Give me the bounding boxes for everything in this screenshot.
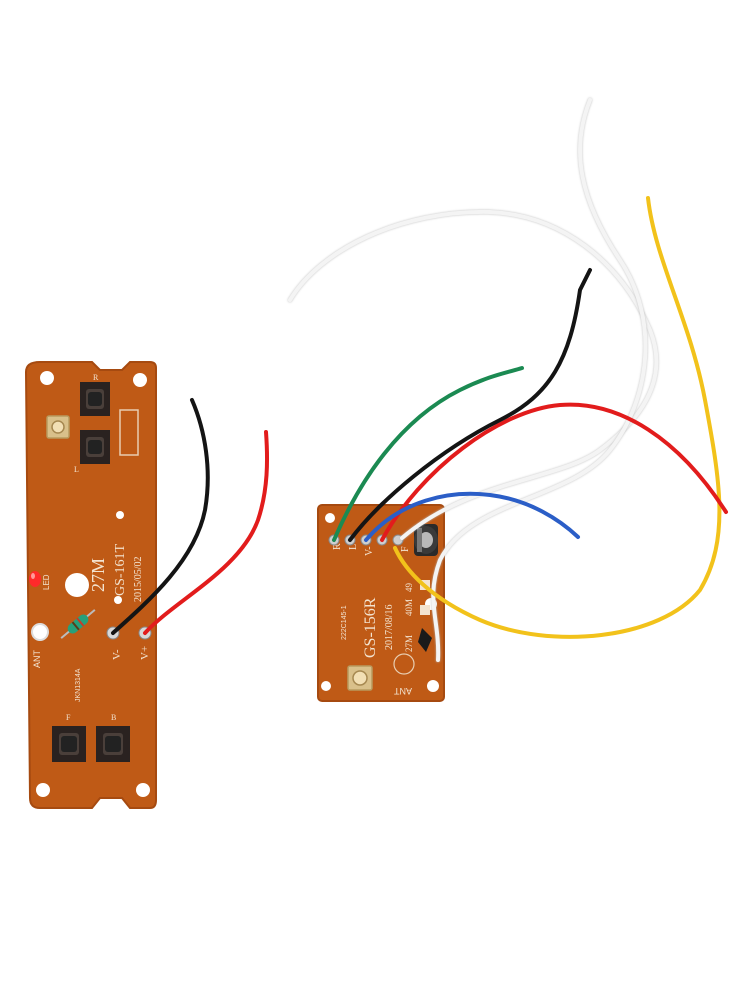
transmitter-board: R L 27M GS-161T 2015/05/02 LED ANT V- V+… [24,361,157,809]
receiver-wire-yellow [393,196,722,639]
receiver-freq-40: 40M [404,599,414,616]
transmitter-freq: 27M [88,558,108,592]
receiver-wire-red [380,402,728,542]
pin-v-label: V- [364,546,375,556]
receiver-code: 222C145-1 [341,605,348,640]
mounting-hole [136,783,150,797]
button-b [96,726,130,762]
receiver-wire-black [348,268,592,542]
transmitter-date: 2015/05/02 [133,556,144,602]
mounting-hole [36,783,50,797]
transmitter-wire-red [143,430,270,635]
receiver-freq-49: 49 [404,583,414,593]
receiver-wire-blue [364,491,580,542]
mounting-hole [114,596,122,604]
large-hole [65,573,89,597]
transmitter-model: GS-161T [113,543,128,596]
vminus-label: V- [111,649,123,660]
receiver-wire-green [332,366,524,542]
mounting-hole [321,681,331,691]
button-f [52,726,86,762]
receiver-trimmer-pot [347,665,373,691]
label-b: B [111,713,116,722]
mounting-hole [427,680,439,692]
mounting-hole [116,511,124,519]
transmitter-wire-black [111,398,210,635]
receiver-freq-27: 27M [404,635,414,652]
transmitter-code: JKN1314A [75,668,82,702]
transmitter-pcb [24,361,157,809]
mounting-hole [325,513,335,523]
trimmer-pot [46,415,70,439]
label-r: R [93,373,99,382]
inductor [60,609,96,639]
vplus-label: V+ [139,646,151,660]
pin-f-label: F [400,546,411,552]
mounting-hole [31,623,49,641]
electrolytic-capacitor [414,524,438,556]
receiver-date: 2017/08/16 [384,604,395,650]
silk-box [119,409,139,456]
jumper-pad [420,605,430,615]
receiver-model: GS-156R [362,597,379,658]
button-r [80,382,110,416]
label-l: L [74,465,79,474]
mounting-hole [133,373,147,387]
pin-l-label: L [348,544,359,550]
crystal-outline [393,653,415,675]
receiver-ant-label: ANT [393,686,412,696]
receiver-wire-white-loop [431,98,648,662]
red-led [29,571,41,587]
mounting-hole [40,371,54,385]
ant-label: ANT [32,649,42,668]
receiver-wire-white-long [288,209,659,540]
label-f: F [66,713,71,722]
button-l [80,430,110,464]
pin-r-label: R [332,543,343,550]
receiver-board: R L V- F GS-156R 2017/08/16 222C145-1 27… [317,504,445,702]
led-label: LED [42,574,51,590]
transistor [418,628,432,652]
